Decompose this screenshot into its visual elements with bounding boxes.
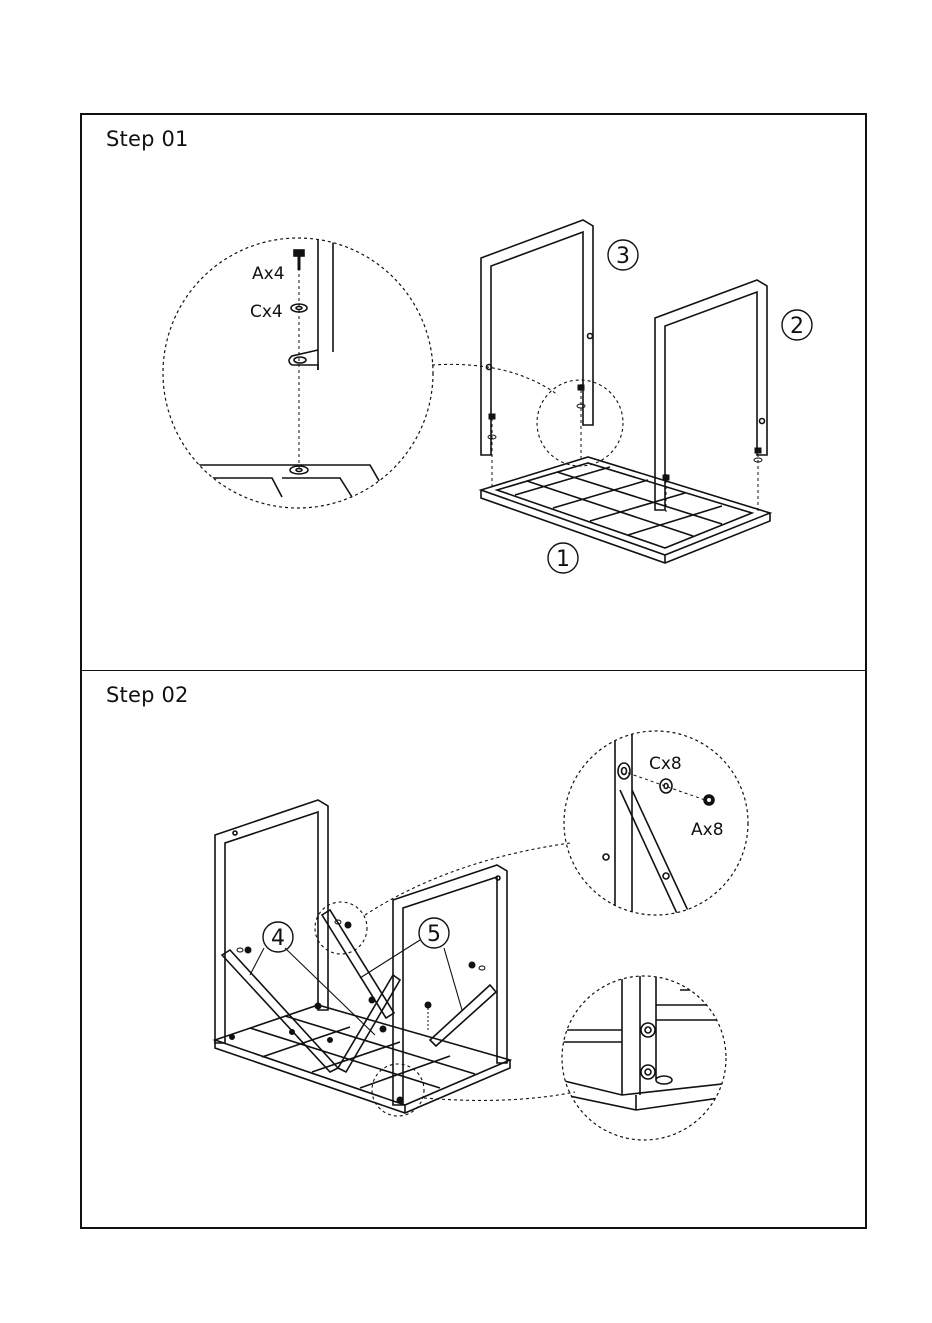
svg-text:2: 2 <box>790 314 804 339</box>
step-01-detail-source-circle <box>537 380 623 466</box>
step-01-detail-magnifier <box>160 235 433 508</box>
part-number-3: 3 <box>608 240 638 270</box>
step-01-base-frame <box>481 457 770 563</box>
step-01-washer-qty-label: Cx4 <box>250 302 283 322</box>
step-02-washer-qty-label: Cx8 <box>649 754 682 774</box>
step-01-detail-connector <box>432 364 558 395</box>
step-02-source-circle-lower <box>372 1064 424 1116</box>
svg-text:5: 5 <box>427 922 441 947</box>
step-02-bolt-qty-label: Ax8 <box>691 820 724 840</box>
step-02-base-frame <box>215 1005 510 1113</box>
step-02-connector-lower <box>424 1092 575 1100</box>
step-01-bolt-qty-label: Ax4 <box>252 264 285 284</box>
svg-text:4: 4 <box>271 926 285 951</box>
step-02-drawing: Cx8 Ax8 <box>215 730 748 1140</box>
svg-text:3: 3 <box>616 244 630 269</box>
svg-text:1: 1 <box>556 547 570 572</box>
part-number-4: 4 <box>263 922 293 952</box>
part-number-2: 2 <box>782 310 812 340</box>
step-02-connector-upper <box>365 843 570 915</box>
part-number-1: 1 <box>548 543 578 573</box>
part-number-5: 5 <box>419 918 449 948</box>
step-02-detail-magnifier-lower <box>560 975 740 1140</box>
step-01-drawing: Ax4 Cx4 <box>160 220 812 573</box>
step-01-side-frame-2 <box>655 280 767 510</box>
